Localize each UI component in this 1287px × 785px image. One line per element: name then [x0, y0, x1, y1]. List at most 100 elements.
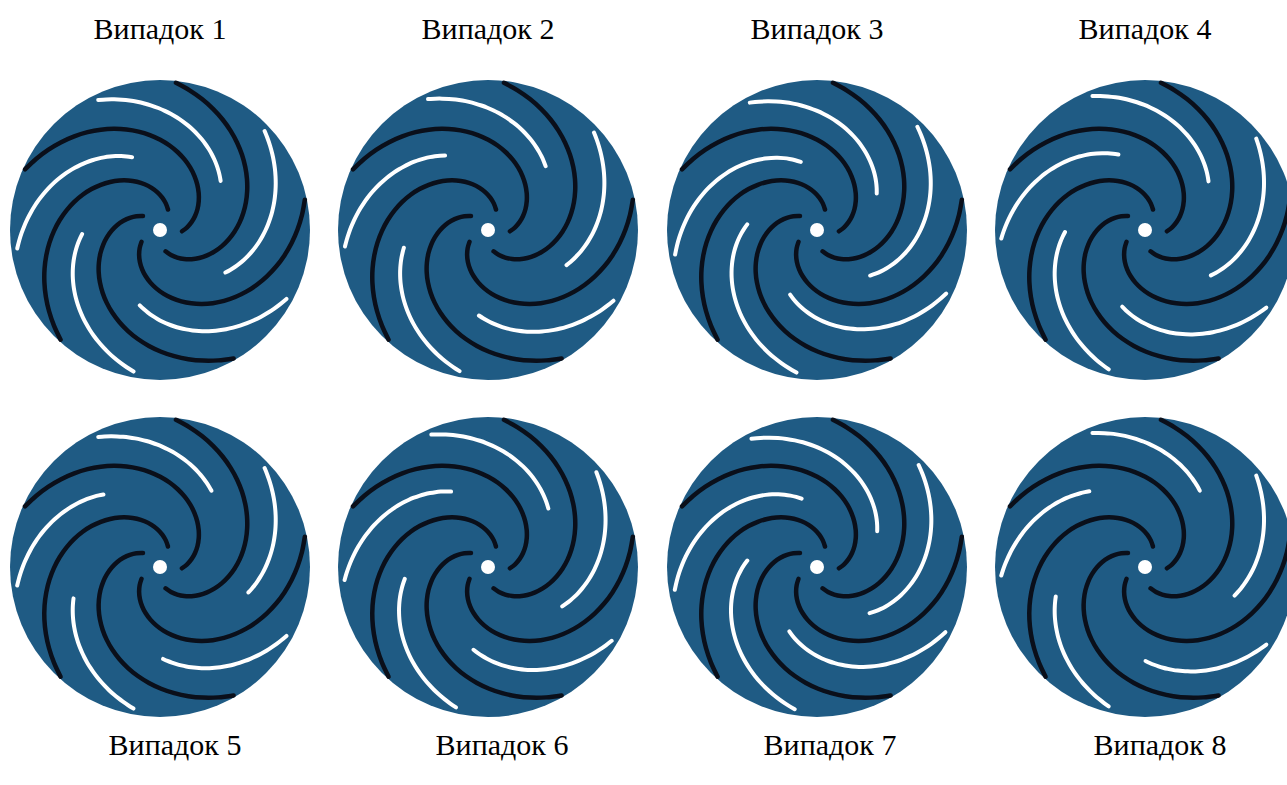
main-blade: [701, 517, 825, 676]
splitter-blade: [479, 301, 614, 332]
impeller: [338, 80, 638, 380]
main-blade: [1010, 129, 1184, 231]
impeller: [995, 80, 1287, 380]
main-blade: [756, 553, 891, 698]
case-label: Випадок 3: [751, 12, 884, 46]
main-blade: [166, 420, 248, 596]
impeller: [10, 417, 310, 717]
shaft-hole: [153, 560, 167, 574]
impeller-disc: [338, 417, 638, 717]
main-blade: [99, 553, 234, 698]
impeller: [338, 417, 638, 717]
impeller-disc: [10, 417, 310, 717]
impeller: [10, 80, 310, 380]
main-blade: [823, 420, 905, 596]
main-blade: [1151, 83, 1233, 259]
impeller: [667, 417, 967, 717]
impeller-disc: [667, 80, 967, 380]
splitter-blade: [248, 468, 275, 592]
splitter-blade: [140, 299, 287, 331]
main-blade: [1084, 216, 1219, 361]
main-blade: [756, 216, 891, 361]
splitter-blade: [1235, 476, 1264, 596]
main-blade: [99, 216, 234, 361]
splitter-blade: [17, 494, 103, 585]
main-blade: [353, 129, 527, 231]
splitter-blade: [731, 561, 795, 710]
splitter-blade: [1092, 433, 1199, 491]
main-blade: [139, 200, 305, 304]
splitter-blade: [790, 294, 946, 330]
splitter-blade: [870, 127, 931, 276]
splitter-blade: [345, 155, 445, 246]
main-blade: [44, 517, 168, 676]
splitter-blade: [562, 472, 605, 606]
impeller-disc: [10, 80, 310, 380]
impeller: [995, 417, 1287, 717]
main-blade: [701, 180, 825, 339]
shaft-hole: [481, 223, 495, 237]
splitter-blade: [98, 99, 220, 181]
splitter-blade: [431, 434, 548, 508]
main-blade: [166, 83, 248, 259]
case-label: Випадок 7: [764, 728, 897, 762]
splitter-blade: [345, 491, 451, 580]
impeller: [667, 80, 967, 380]
splitter-blade: [1122, 307, 1266, 335]
splitter-blade: [732, 224, 797, 372]
splitter-blade: [1055, 597, 1109, 707]
splitter-blade: [399, 579, 456, 708]
splitter-blade: [1211, 139, 1264, 276]
case-label: Випадок 5: [109, 728, 242, 762]
splitter-blade: [789, 631, 945, 667]
main-blade: [427, 216, 562, 361]
main-blade: [1151, 420, 1233, 596]
splitter-blade: [750, 101, 877, 193]
splitter-blade: [225, 131, 275, 272]
splitter-blade: [567, 133, 605, 266]
main-blade: [682, 466, 856, 568]
shaft-hole: [153, 223, 167, 237]
main-blade: [1010, 466, 1184, 568]
impeller-disc: [667, 417, 967, 717]
main-blade: [139, 537, 305, 641]
splitter-blade: [400, 248, 459, 371]
splitter-blade: [751, 438, 877, 532]
splitter-blade: [474, 641, 612, 670]
case-label: Випадок 8: [1094, 728, 1227, 762]
shaft-hole: [1138, 560, 1152, 574]
splitter-blade: [163, 636, 286, 668]
splitter-blade: [1092, 96, 1208, 181]
shaft-hole: [810, 560, 824, 574]
splitter-blade: [1146, 645, 1267, 672]
main-blade: [25, 466, 199, 568]
main-blade: [494, 420, 576, 596]
shaft-hole: [810, 223, 824, 237]
main-blade: [1084, 553, 1219, 698]
splitter-blade: [73, 234, 134, 372]
main-blade: [494, 83, 576, 259]
main-blade: [25, 129, 199, 231]
main-blade: [467, 200, 633, 304]
splitter-blade: [73, 598, 134, 708]
case-label: Випадок 1: [94, 12, 227, 46]
main-blade: [467, 537, 633, 641]
main-blade: [823, 83, 905, 259]
case-label: Випадок 4: [1079, 12, 1212, 46]
impeller-disc: [338, 80, 638, 380]
case-label: Випадок 6: [436, 728, 569, 762]
shaft-hole: [481, 560, 495, 574]
splitter-blade: [870, 465, 932, 613]
main-blade: [1124, 200, 1287, 304]
main-blade: [1124, 537, 1287, 641]
impeller-disc: [995, 80, 1287, 380]
main-blade: [682, 129, 856, 231]
main-blade: [796, 537, 962, 641]
main-blade: [1029, 517, 1153, 676]
impeller-disc: [995, 417, 1287, 717]
splitter-blade: [1055, 232, 1109, 369]
main-blade: [353, 466, 527, 568]
splitter-blade: [98, 436, 211, 490]
case-label: Випадок 2: [422, 12, 555, 46]
